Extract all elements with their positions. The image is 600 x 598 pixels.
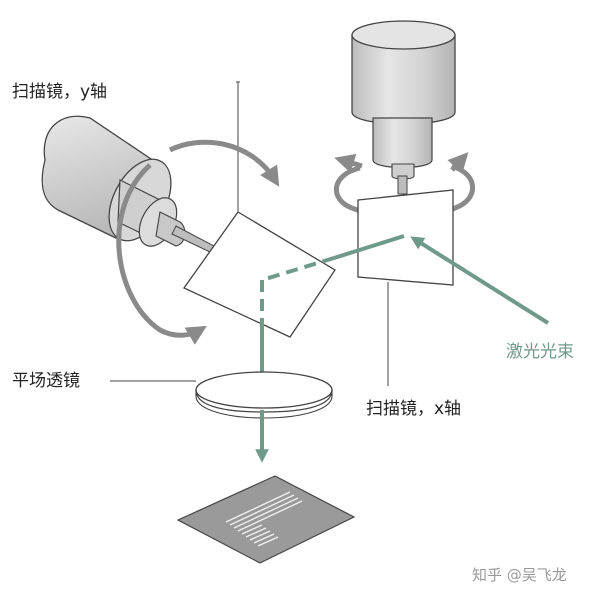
motor-x-top-cap: [351, 20, 456, 50]
laser-beam-x-to-y: [333, 234, 405, 260]
rotation-arrow-y-bottom: [116, 163, 207, 345]
watermark-text: 知乎 @吴飞龙: [472, 566, 567, 584]
rotation-arrow-y-top: [168, 139, 280, 187]
laser-beam-hidden-horizontal: [261, 256, 335, 282]
mirror-x: [357, 189, 454, 286]
motor-x: [351, 20, 456, 195]
label-mirror-x: 扫描镜，x轴: [366, 399, 461, 419]
rotation-arrow-y: [116, 139, 280, 345]
rotation-arrow-x-right-head: [447, 152, 469, 174]
rotation-arrow-x-left-head: [334, 153, 363, 174]
motor-y: [41, 115, 215, 253]
mirror-y: [183, 211, 336, 338]
laser-beam: [260, 234, 550, 372]
label-lens: 平场透镜: [12, 371, 80, 391]
motor-x-shaft: [397, 175, 408, 195]
work-surface: [176, 475, 356, 564]
rotation-arrow-x-left: [333, 165, 361, 211]
motor-x-collar: [372, 117, 433, 169]
rotation-arrow-x-right: [451, 163, 475, 211]
engraved-pattern: [225, 491, 303, 547]
laser-beam-incoming: [410, 236, 550, 325]
lens-top-face: [195, 371, 333, 409]
label-mirror-y: 扫描镜，y轴: [12, 82, 107, 102]
work-plate: [176, 475, 356, 564]
label-laser-beam: 激光光束: [506, 342, 574, 362]
